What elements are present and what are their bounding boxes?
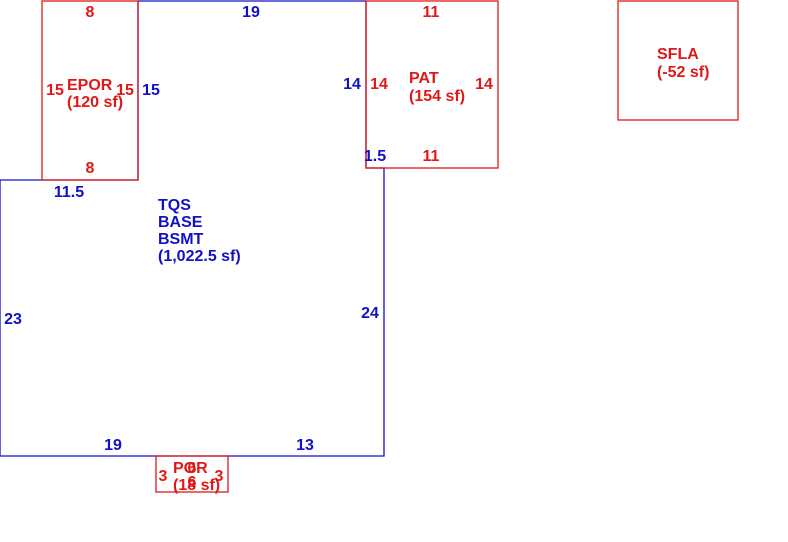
pat-area-label: (154 sf): [409, 88, 465, 105]
epor-name-label: EPOR: [67, 77, 113, 94]
sfla-area-label: (-52 sf): [657, 64, 709, 81]
dim-main-right-lower: 24: [361, 305, 379, 322]
pat-outline: [365, 0, 499, 169]
por-area-label: (18 sf): [173, 477, 220, 494]
dim-main-bottom-left: 19: [104, 437, 122, 454]
dim-epor-bottom: 8: [86, 160, 95, 177]
por-outline: [155, 455, 229, 493]
dim-pat-top: 11: [423, 4, 440, 21]
dim-main-right-upper: 14: [343, 76, 361, 93]
dim-epor-left: 15: [46, 82, 64, 99]
dim-por-top: 6: [188, 460, 197, 477]
epor-outline: [41, 0, 139, 181]
sfla-outline: [617, 0, 739, 121]
dim-por-left: 3: [159, 468, 168, 485]
dim-por-bottom: 6: [188, 474, 197, 491]
dim-por-right: 3: [215, 468, 224, 485]
main-name-line-1: TQS: [158, 197, 191, 214]
epor-area-label: (120 sf): [67, 94, 123, 111]
dim-main-bottom-right: 13: [296, 437, 314, 454]
dim-pat-left: 14: [370, 76, 388, 93]
sfla-name-label: SFLA: [657, 46, 699, 63]
pat-name-label: PAT: [409, 70, 439, 87]
main-area-label: (1,022.5 sf): [158, 248, 241, 265]
dim-main-right-jog: 1.5: [364, 148, 386, 165]
dim-main-left: 23: [4, 311, 22, 328]
dim-pat-right: 14: [475, 76, 493, 93]
dim-main-inner: 15: [142, 82, 160, 99]
main-name-line-3: BSMT: [158, 231, 204, 248]
dim-main-top-left: 11.5: [54, 184, 84, 201]
dim-epor-top: 8: [86, 4, 95, 21]
dim-epor-right: 15: [116, 82, 134, 99]
main-name-line-2: BASE: [158, 214, 203, 231]
por-name-label: POR: [173, 460, 208, 477]
dim-main-top: 19: [242, 4, 260, 21]
dim-pat-bottom: 11: [423, 148, 440, 165]
